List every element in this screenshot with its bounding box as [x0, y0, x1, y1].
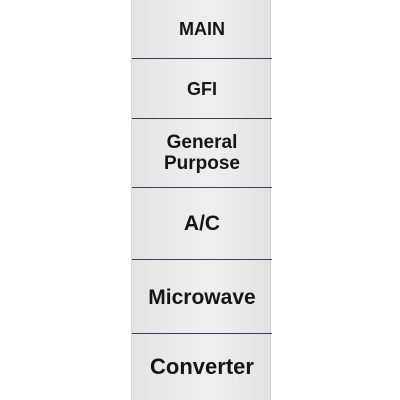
- label-ac-text: A/C: [183, 212, 221, 236]
- divider-line: [132, 58, 272, 59]
- label-main-text: MAIN: [179, 19, 225, 40]
- label-general-purpose-line1: General: [166, 132, 238, 154]
- label-converter-text: Converter: [150, 354, 254, 380]
- label-microwave-text: Microwave: [148, 285, 256, 309]
- label-gfi-text: GFI: [187, 79, 217, 100]
- label-general-purpose-text: General Purpose: [163, 132, 241, 175]
- divider-line: [132, 187, 272, 188]
- label-gfi: GFI: [132, 60, 272, 120]
- label-general-purpose-line2: Purpose: [163, 153, 241, 174]
- divider-line: [132, 333, 272, 334]
- label-main: MAIN: [132, 0, 272, 60]
- divider-line: [132, 118, 272, 119]
- label-ac: A/C: [132, 188, 272, 260]
- divider-line: [132, 259, 272, 260]
- label-general-purpose: General Purpose: [132, 120, 272, 188]
- breaker-label-strip: MAIN GFI General Purpose A/C Microwave C…: [131, 0, 272, 400]
- label-microwave: Microwave: [132, 260, 272, 335]
- label-converter: Converter: [132, 335, 272, 400]
